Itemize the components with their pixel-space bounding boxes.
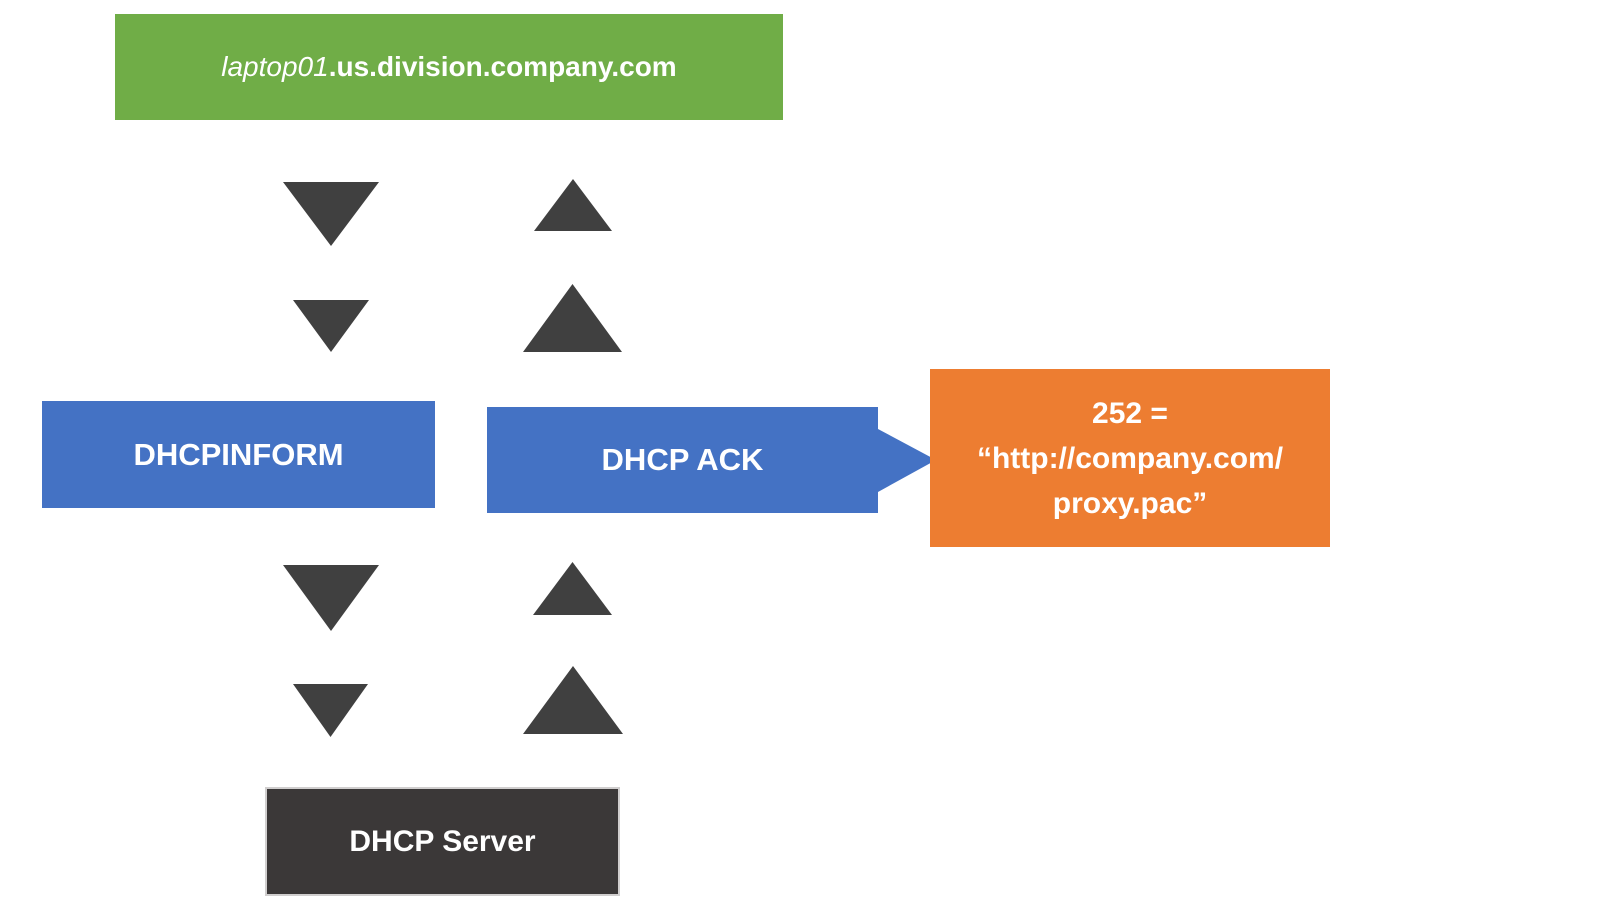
down-arrow-icon xyxy=(293,684,368,737)
client-hostname-label: laptop01.us.division.company.com xyxy=(221,51,676,83)
dhcp-ack-arrow-shape xyxy=(487,407,936,513)
client-hostname-box: laptop01.us.division.company.com xyxy=(115,14,783,120)
dhcpinform-label: DHCPINFORM xyxy=(133,436,344,472)
up-arrow-icon xyxy=(523,666,623,734)
up-arrow-icon xyxy=(534,179,612,231)
option-252-line2: “http://company.com/ xyxy=(976,441,1284,475)
option-252-line3: proxy.pac” xyxy=(1052,486,1208,520)
client-hostname-domain: .us.division.company.com xyxy=(328,51,677,82)
dhcp-ack-label: DHCP ACK xyxy=(601,442,764,477)
option-252-callout: 252 = “http://company.com/ proxy.pac” xyxy=(930,369,1330,547)
dhcp-server-label: DHCP Server xyxy=(349,824,536,858)
down-arrow-icon xyxy=(293,300,369,352)
down-arrow-icon xyxy=(283,565,379,631)
dhcp-ack-arrow-polygon xyxy=(487,407,936,513)
up-arrow-icon xyxy=(533,562,612,615)
option-252-line1: 252 = xyxy=(1092,396,1168,430)
up-arrow-icon xyxy=(523,284,622,352)
client-hostname-prefix: laptop01 xyxy=(221,51,329,82)
dhcpinform-box: DHCPINFORM xyxy=(42,401,435,508)
down-arrow-icon xyxy=(283,182,379,246)
dhcp-ack-box: DHCP ACK xyxy=(487,407,878,513)
dhcp-server-box: DHCP Server xyxy=(265,787,620,896)
